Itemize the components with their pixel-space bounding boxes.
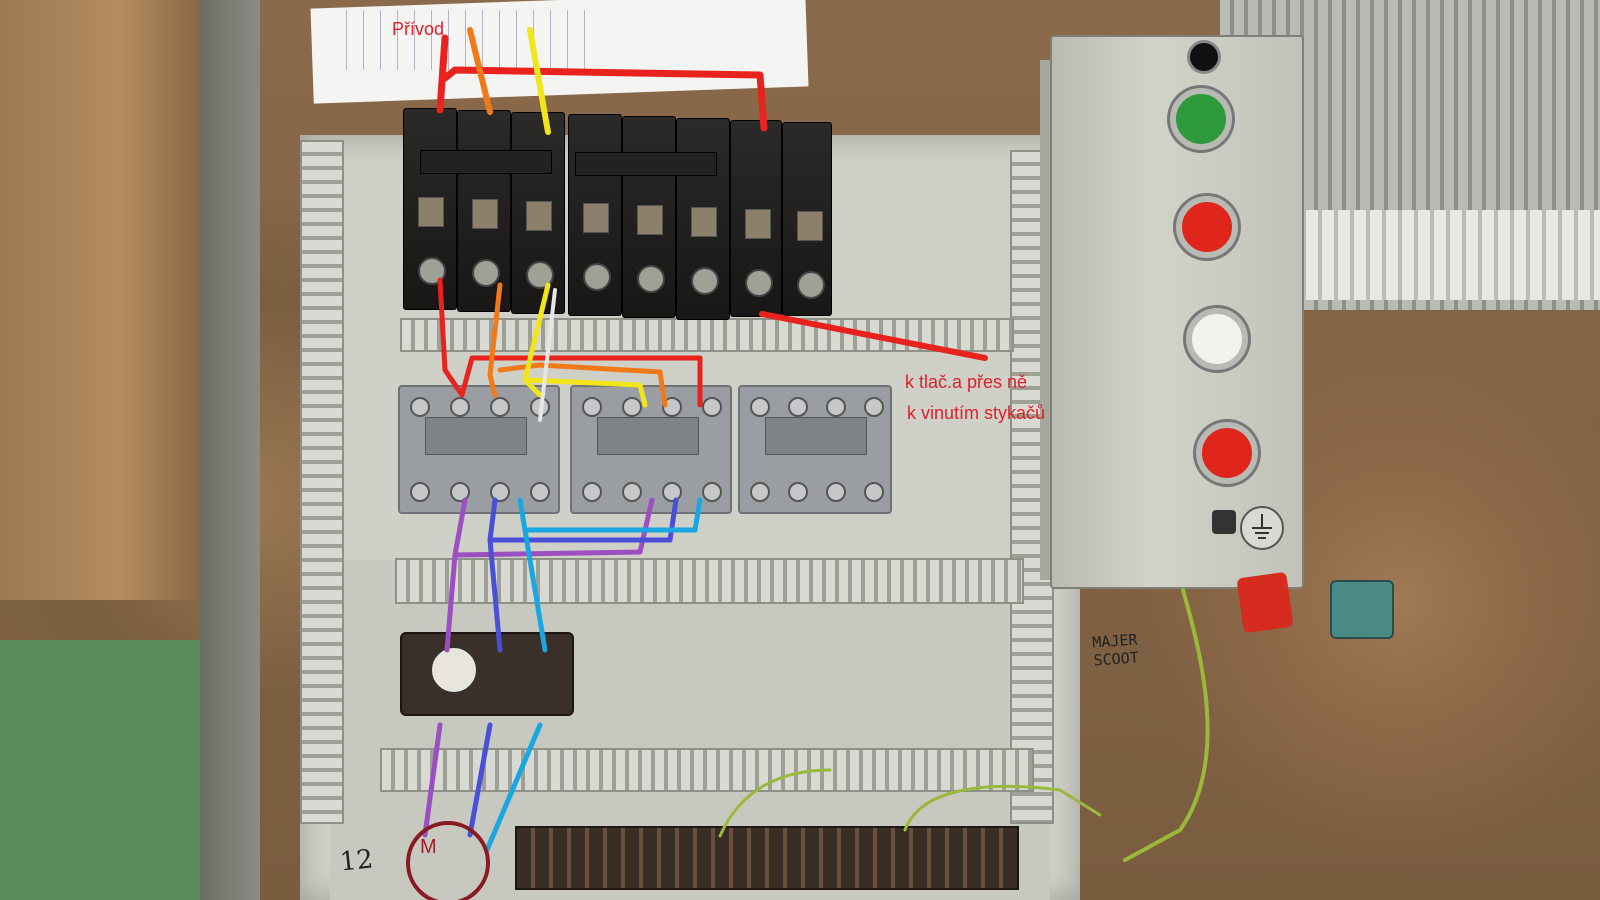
- wire-l1-to-contactor: [437, 277, 703, 408]
- wire-l3-to-contactor: [522, 282, 648, 408]
- handwritten-panel-note: MAJER SCOOT: [1092, 630, 1140, 669]
- wire-l2-supply: [467, 27, 493, 115]
- white-pushbutton[interactable]: [1186, 308, 1248, 370]
- key-switch[interactable]: [1212, 510, 1236, 534]
- green-floor: [0, 640, 200, 900]
- paper-sketch: [330, 10, 590, 70]
- cable-duct-bottom: [380, 748, 1034, 792]
- terminal-strip: [515, 826, 1019, 890]
- breaker-7[interactable]: [730, 120, 782, 317]
- supply-label: Přívod: [392, 19, 445, 39]
- red-pushbutton-1[interactable]: [1176, 196, 1238, 258]
- cable-duct-middle: [395, 558, 1024, 604]
- breaker-tie-bar-1: [420, 150, 552, 174]
- ground-wire-2: [718, 768, 1102, 838]
- contactor-2[interactable]: [570, 385, 732, 514]
- rotary-dial[interactable]: [430, 646, 478, 694]
- handwritten-line-2: SCOOT: [1093, 648, 1140, 670]
- breaker-2[interactable]: [457, 110, 511, 312]
- pushbutton-note-line-1: k tlač.a přes ně: [905, 372, 1028, 392]
- ground-wire-1: [1123, 588, 1210, 862]
- wire-l1-supply: [436, 34, 768, 132]
- contactor-3[interactable]: [738, 385, 892, 514]
- cabinet-frame: [200, 0, 260, 900]
- wire-motor-blue: [467, 497, 679, 838]
- wire-motor-purple: [422, 497, 655, 838]
- pushbutton-note-line-2: k vinutím stykačů: [907, 403, 1046, 423]
- breaker-tie-bar-2: [575, 152, 717, 176]
- red-pushbutton-2[interactable]: [1196, 422, 1258, 484]
- wire-motor-cyan: [484, 497, 703, 853]
- terminal-rack: [1290, 210, 1600, 300]
- breaker-8[interactable]: [782, 122, 832, 316]
- cable-duct-left: [300, 140, 344, 824]
- contactor-1[interactable]: [398, 385, 560, 514]
- wire-l3-white: [538, 288, 557, 422]
- motor-label: M: [420, 836, 437, 858]
- ground-icon: [1240, 506, 1284, 550]
- motor-symbol: [406, 821, 490, 900]
- breaker-3[interactable]: [511, 112, 565, 314]
- padlock: [1330, 580, 1394, 639]
- breaker-4[interactable]: [568, 114, 622, 316]
- wire-l3-supply: [527, 27, 551, 135]
- wire-l2-to-contactor: [487, 282, 668, 408]
- breaker-5[interactable]: [622, 116, 676, 318]
- pilot-lamp-icon: [1187, 40, 1221, 74]
- panel-number: 12: [338, 844, 375, 878]
- breaker-6[interactable]: [676, 118, 730, 320]
- breaker-1[interactable]: [403, 108, 457, 310]
- green-pushbutton[interactable]: [1170, 88, 1232, 150]
- wire-to-pushbuttons: [759, 311, 988, 361]
